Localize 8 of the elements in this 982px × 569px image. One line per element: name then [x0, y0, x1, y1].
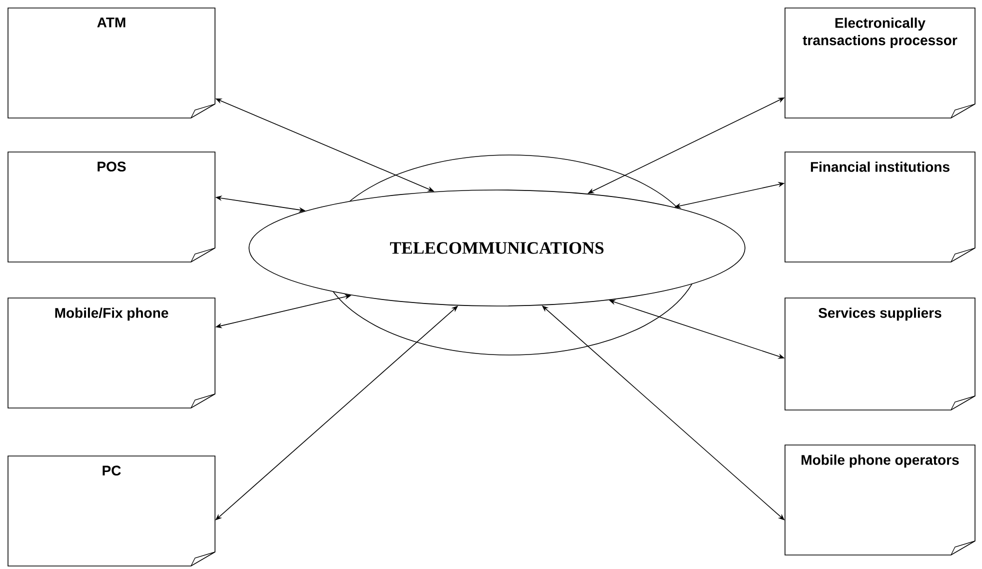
note-box: Services suppliers	[784, 298, 976, 410]
note-box: POS	[8, 152, 216, 262]
note-box: Mobile/Fix phone	[8, 298, 216, 408]
note-box: PC	[8, 456, 216, 566]
note-box: Electronically transactions processor	[784, 8, 976, 118]
note-box: ATM	[8, 8, 216, 118]
note-box: Mobile phone operators	[784, 444, 976, 556]
note-box: Financial institutions	[784, 152, 976, 262]
